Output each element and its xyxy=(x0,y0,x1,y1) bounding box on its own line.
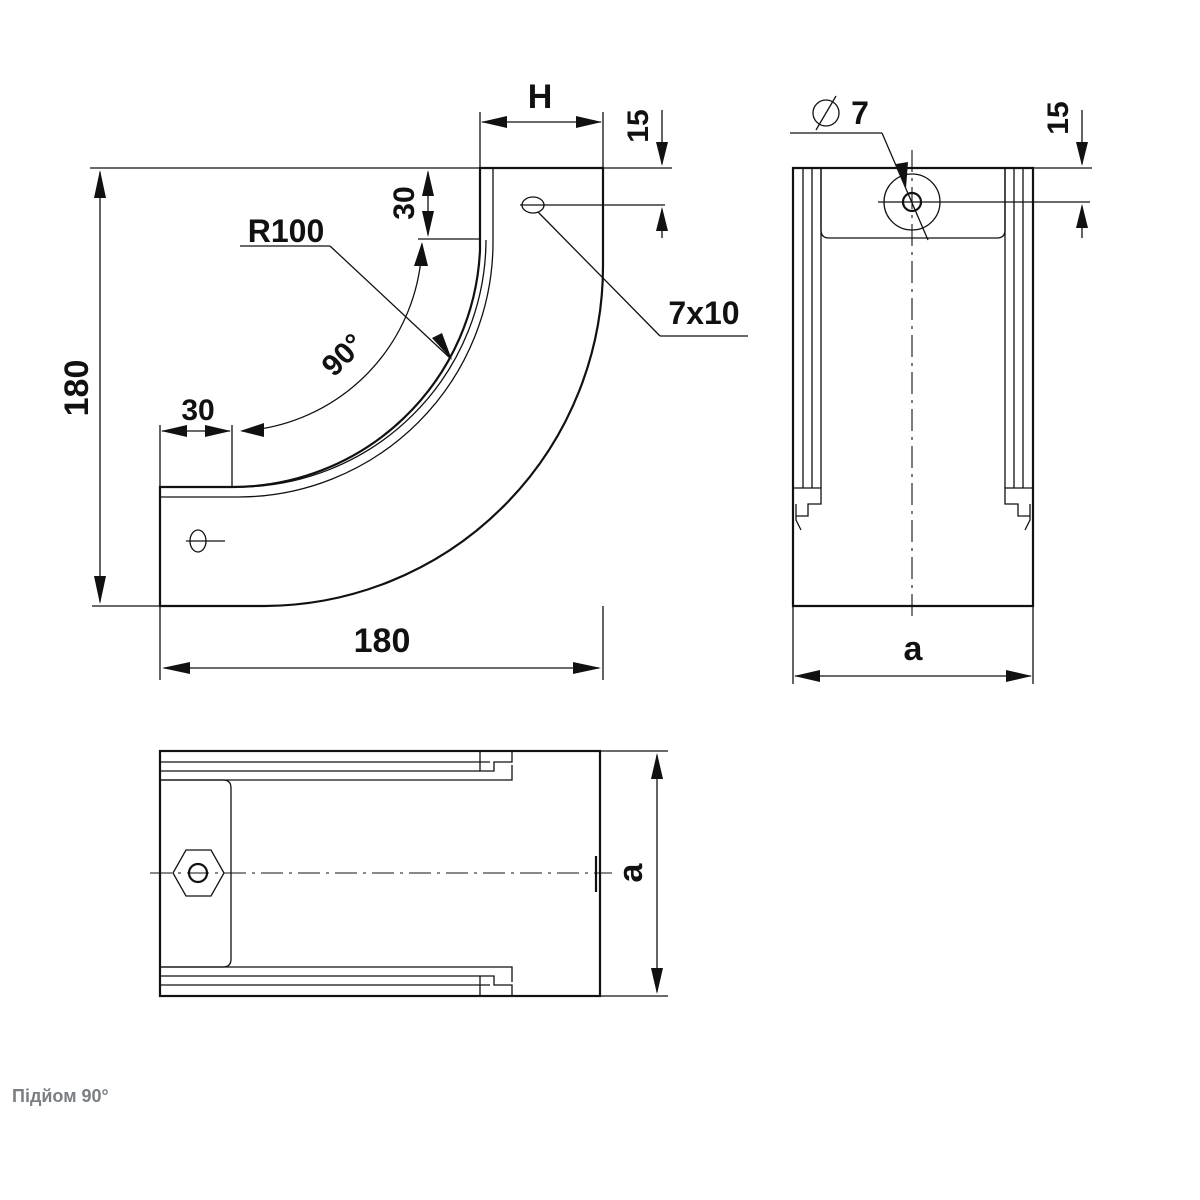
end-view: 7 15 a xyxy=(790,95,1092,684)
radius-label: R100 xyxy=(248,213,325,249)
end-dim-a-label: a xyxy=(904,630,924,668)
bend-outline xyxy=(158,166,605,608)
bend-flange-line xyxy=(160,168,494,498)
end-dim-15-label: 15 xyxy=(1042,101,1075,134)
dim-top-15-label: 15 xyxy=(622,109,655,142)
slot-label: 7x10 xyxy=(668,295,739,331)
plan-view: a xyxy=(150,749,668,998)
angle-label: 90° xyxy=(316,328,371,383)
dim-height-label: 180 xyxy=(58,360,96,417)
drawing-caption: Підйом 90° xyxy=(12,1086,109,1106)
side-view: 180 180 H 15 30 30 xyxy=(58,78,748,680)
plan-view-washer xyxy=(172,849,225,897)
hole-diameter-label: 7 xyxy=(851,95,869,131)
dim-left-30-label: 30 xyxy=(181,394,214,427)
dim-H-label: H xyxy=(528,78,553,116)
dim-width-label: 180 xyxy=(354,622,411,660)
bend-flange-line-2 xyxy=(237,239,487,488)
dim-top-30-label: 30 xyxy=(388,186,421,219)
plan-dim-a-label: a xyxy=(612,862,650,882)
